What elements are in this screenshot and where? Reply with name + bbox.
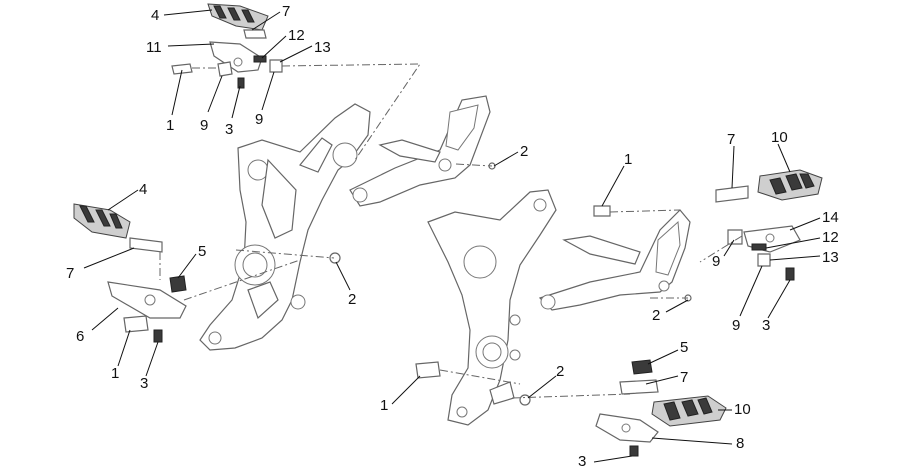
top-left-footpeg-plate [243,29,267,39]
clip-frame-left [329,252,341,264]
callout-numbers: 4 7 11 12 13 1 9 3 9 2 4 5 7 6 1 3 2 1 7… [66,3,839,470]
assembly-guide-lines [159,63,743,399]
callout-label: 7 [727,131,735,148]
callout-label: 2 [556,363,564,380]
top-left-pin [171,63,193,75]
callout-label: 10 [771,129,788,146]
left-frame-bracket [199,103,371,351]
callout-label: 5 [680,339,688,356]
top-left-screw [237,77,245,89]
callout-label: 9 [712,253,720,270]
top-left-bushing-2 [269,59,283,73]
callout-label: 7 [680,369,688,386]
left-footpeg-arm [107,281,187,319]
right-lower-screw [629,445,639,457]
callout-label: 14 [822,209,839,226]
callout-label: 10 [734,401,751,418]
left-footpeg-plate [129,237,163,253]
left-spring [169,275,187,293]
right-upper-footpeg-plate [715,185,749,203]
right-rear-footrest-bracket [538,209,691,311]
callout-label: 12 [288,27,305,44]
callout-label: 11 [146,39,162,56]
right-upper-screw [785,267,795,281]
callout-label: 4 [139,181,147,198]
callout-label: 9 [200,117,208,134]
callout-label: 9 [255,111,263,128]
right-upper-footpeg-rubber [757,169,823,201]
clip-frame-right [519,394,531,406]
top-left-spring [253,55,267,63]
callout-label: 2 [520,143,528,160]
callout-label: 9 [732,317,740,334]
right-upper-bushing [727,229,743,245]
callout-label: 3 [578,453,586,470]
left-pin [123,315,149,333]
callout-label: 1 [166,117,174,134]
top-left-footpeg-rubber [207,3,269,31]
callout-label: 12 [822,229,839,246]
callout-label: 8 [736,435,744,452]
top-left-footpeg-arm [209,41,263,73]
right-lower-spring [631,359,653,375]
callout-label: 1 [624,151,632,168]
right-upper-bushing-2 [757,253,771,267]
leader-lines [83,9,821,463]
right-lower-footpeg-rubber [651,395,727,427]
callout-label: 5 [198,243,206,260]
callout-label: 6 [76,328,84,345]
callout-label: 4 [151,7,159,24]
callout-label: 13 [822,249,839,266]
callout-label: 1 [111,365,119,382]
left-rear-footrest-bracket [349,95,491,207]
callout-label: 3 [762,317,770,334]
left-screw [153,329,163,343]
right-frame-bracket [427,189,557,426]
callout-label: 2 [348,291,356,308]
right-lower-pin [415,361,441,379]
callout-label: 13 [314,39,331,56]
callout-label: 7 [66,265,74,282]
callout-label: 1 [380,397,388,414]
right-lower-footpeg-arm [595,413,659,443]
top-left-bushing [217,61,233,77]
right-upper-pin [593,205,611,217]
callout-label: 2 [652,307,660,324]
callout-label: 3 [225,121,233,138]
callout-label: 7 [282,3,290,20]
right-upper-spring [751,243,767,251]
callout-label: 3 [140,375,148,392]
left-footpeg-rubber [73,203,131,239]
